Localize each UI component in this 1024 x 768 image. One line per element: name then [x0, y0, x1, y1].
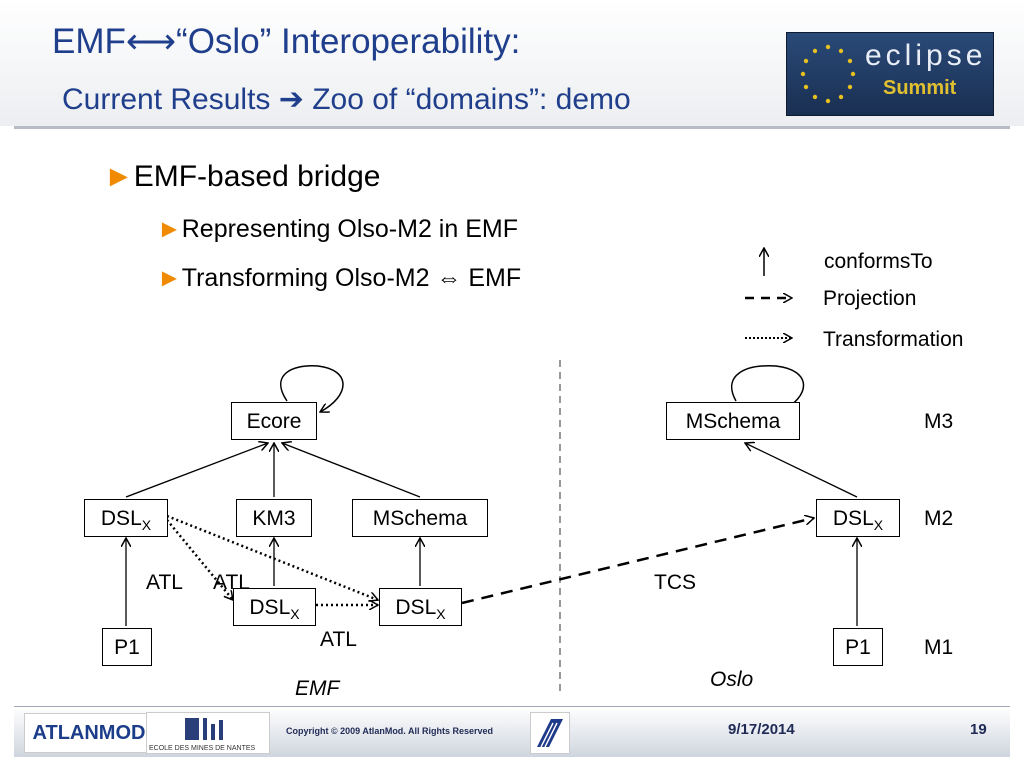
bullet-arrow-icon: ► — [104, 160, 134, 193]
oslo-p1-node: P1 — [833, 628, 883, 666]
bullet-level2-text: Transforming Olso-M2 ⇔ EMF — [181, 264, 522, 292]
bullet-arrow-icon: ► — [157, 264, 182, 292]
bullet-level2-text: Representing Olso-M2 in EMF — [181, 215, 518, 243]
atl-dslx-to-km3-model — [166, 519, 233, 600]
emn-logo: ECOLE DES MINES DE NANTES — [146, 712, 270, 754]
level-m1-label: M1 — [924, 636, 954, 659]
atl-label: ATL — [213, 571, 250, 594]
dslx-km3-model-node: DSLX — [233, 588, 316, 626]
atl-label: ATL — [320, 628, 357, 651]
eclipse-summit-logo: eclipse Summit — [786, 32, 994, 116]
dslx-node: DSLX — [84, 499, 168, 537]
slide-subtitle: Current Results ➔ Zoo of “domains”: demo — [62, 83, 631, 116]
eclipse-logo-word: eclipse — [865, 39, 987, 72]
tcs-projection — [461, 518, 814, 605]
dslx-node-sub: X — [141, 517, 152, 534]
dslx-node-label: DSL — [100, 507, 142, 530]
legend-conforms-label: conformsTo — [824, 250, 933, 273]
slide-footer: ATLANMOD ECOLE DES MINES DE NANTES Copyr… — [14, 706, 1010, 757]
inria-logo — [530, 712, 570, 754]
emn-logo-text: ECOLE DES MINES DE NANTES — [149, 745, 256, 752]
slide-number: 19 — [970, 721, 987, 738]
copyright-text: Copyright © 2009 AtlanMod. All Rights Re… — [286, 726, 493, 736]
level-m3-label: M3 — [924, 410, 954, 433]
oslo-mschema-self-loop — [730, 365, 805, 412]
mschema-node: MSchema — [352, 499, 488, 537]
p1-node: P1 — [102, 628, 152, 666]
oslo-space-label: Oslo — [710, 668, 754, 691]
mschema-to-ecore — [282, 443, 421, 498]
bullet-level1: ►EMF-based bridge — [104, 160, 381, 194]
tcs-label: TCS — [654, 571, 696, 594]
atl-label: ATL — [146, 571, 183, 594]
emf-space-label: EMF — [295, 677, 340, 700]
bullet-level1-text: EMF-based bridge — [133, 160, 381, 193]
legend-transformation-label: Transformation — [823, 328, 964, 351]
slide-date: 9/17/2014 — [728, 721, 795, 738]
oslo-dslx-node-sub: X — [873, 517, 884, 534]
dslx-mschema-model-sub: X — [436, 606, 446, 623]
star-ring-icon — [800, 44, 856, 104]
oslo-dslx-to-mschema — [745, 443, 858, 498]
eclipse-logo-sub: Summit — [883, 77, 957, 99]
dslx-km3-model-label: DSL — [249, 596, 291, 619]
legend-projection-label: Projection — [823, 287, 917, 310]
dslx-mschema-model-node: DSLX — [379, 588, 462, 626]
oslo-mschema-node: MSchema — [666, 402, 800, 440]
bullet-arrow-icon: ► — [157, 215, 182, 243]
bullet-level2: ►Representing Olso-M2 in EMF — [157, 215, 518, 244]
dslx-to-ecore — [125, 443, 268, 498]
emn-mark-icon — [185, 718, 223, 740]
inria-mark-icon — [537, 719, 563, 748]
ecore-node: Ecore — [231, 402, 317, 440]
ecore-self-loop — [280, 365, 344, 412]
oslo-dslx-node: DSLX — [816, 499, 900, 537]
slide-header: EMF⟷“Oslo” Interoperability: Current Res… — [0, 0, 1024, 126]
header-divider — [14, 126, 1010, 129]
oslo-dslx-node-label: DSL — [832, 507, 874, 530]
atlanmod-logo: ATLANMOD — [24, 713, 154, 753]
bullet-level2: ►Transforming Olso-M2 ⇔ EMF — [157, 264, 521, 293]
dslx-mschema-model-label: DSL — [395, 596, 437, 619]
dslx-km3-model-sub: X — [290, 606, 300, 623]
slide-title: EMF⟷“Oslo” Interoperability: — [52, 22, 521, 61]
km3-node: KM3 — [236, 499, 312, 537]
level-m2-label: M2 — [924, 507, 954, 530]
